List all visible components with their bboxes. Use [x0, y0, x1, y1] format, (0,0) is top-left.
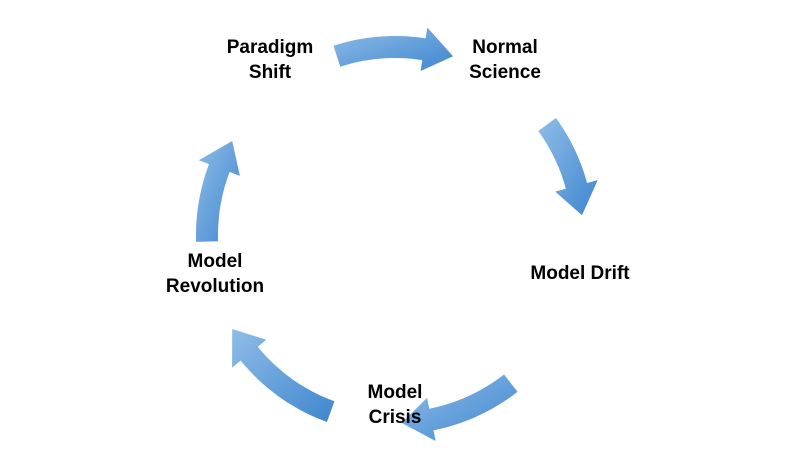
cycle-arrow-paradigm-shift-to-normal-science: [333, 27, 454, 71]
stage-label-paradigm-shift: Paradigm Shift: [226, 37, 314, 83]
cycle-arrow-model-crisis-to-model-revolution: [232, 329, 335, 422]
stage-label-model-drift: Model Drift: [530, 263, 630, 284]
cycle-arrow-model-drift-to-model-crisis: [401, 374, 518, 441]
stage-label-normal-science: Normal Science: [469, 37, 541, 83]
stage-label-model-revolution: Model Revolution: [165, 251, 265, 297]
cycle-arrow-normal-science-to-model-drift: [538, 118, 598, 216]
stage-label-model-crisis: Model Crisis: [367, 382, 423, 428]
cycle-arrow-model-revolution-to-paradigm-shift: [196, 141, 240, 242]
